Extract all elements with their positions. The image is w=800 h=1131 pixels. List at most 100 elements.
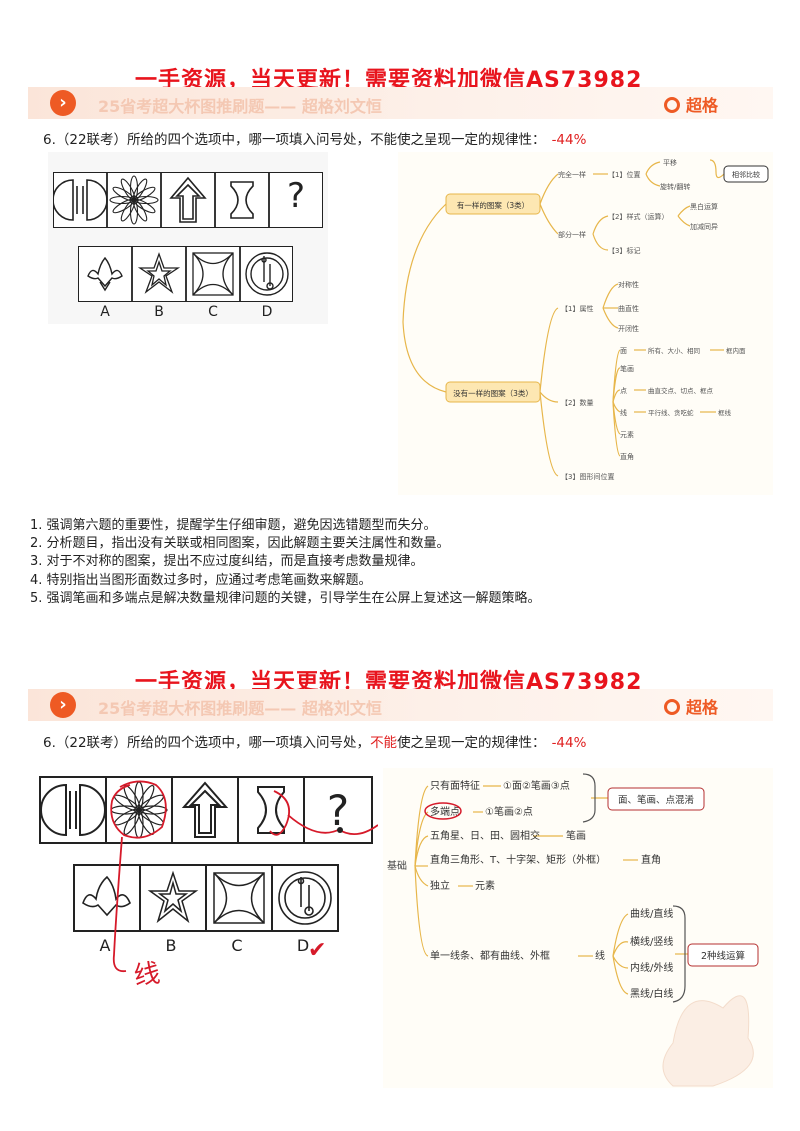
option-d-figure	[278, 871, 332, 925]
option-label-d: D	[297, 936, 309, 955]
mindmap-figure-types: 有一样的图案（3类） 完全一样 【1】位置 平移 旋转/翻转 相邻比较 部分一样…	[398, 152, 773, 495]
mm1-count: 【2】数量	[561, 398, 593, 407]
puzzle-row-figures	[53, 172, 270, 228]
option-label-b: B	[166, 936, 177, 955]
puzzle-figure: ? A B C D	[48, 152, 328, 324]
mm1-frame-inside: 框内面	[726, 346, 746, 355]
option-label-c: C	[208, 304, 218, 320]
option-c-figure	[213, 872, 265, 924]
mm1-black-white: 黑白运算	[690, 202, 718, 211]
mm1-branch-none: 没有一样的图案（3类）	[453, 388, 533, 398]
note-item: 4. 特别指出当图形面数过多时，应通过考虑笔画数来解题。	[30, 572, 372, 588]
check-mark: ✔	[308, 938, 326, 963]
mm2-two-line-op: 2种线运算	[701, 950, 745, 962]
brand-logo: 超格	[663, 694, 718, 718]
pen-dot	[337, 827, 343, 833]
chevron-right-icon: ›	[50, 90, 76, 116]
mm1-symmetry: 对称性	[618, 280, 639, 289]
mm2-right-tri: 直角三角形、T、十字架、矩形（外框）	[430, 853, 606, 866]
question-suffix: 使之呈现一定的规律性：	[397, 132, 546, 148]
mm2-curve-straight: 曲线/直线	[630, 907, 673, 920]
mm1-branch-same: 有一样的图案（3类）	[457, 200, 529, 210]
option-label-a: A	[100, 936, 111, 955]
mm2-in-out: 内线/外线	[630, 961, 673, 974]
option-label-d: D	[261, 304, 273, 320]
mm1-element: 元素	[620, 430, 634, 439]
mm2-mixed: 面、笔画、点混淆	[618, 794, 695, 806]
puzzle-figure-annotated: ? A B C D ✔ 线	[39, 776, 378, 990]
figure-3-arrow	[169, 176, 207, 223]
mm2-black-white: 黑线/白线	[630, 987, 673, 1000]
figure-4-hourglass	[257, 786, 285, 834]
option-a-figure	[82, 875, 131, 917]
option-b-figure	[137, 252, 181, 294]
handwritten-note: 线	[132, 958, 162, 990]
mm2-stroke: 笔画	[566, 829, 586, 842]
mindmap-basics: 面、笔画、点混淆 2种线运算 基础 只有面特征 ①面②笔画③点 多端点 ①笔画②…	[383, 768, 773, 1088]
mm2-star: 五角星、日、田、圆相交	[430, 829, 540, 842]
mm2-element: 元素	[475, 879, 495, 892]
mm1-translate: 平移	[663, 158, 677, 167]
note-item: 3. 对于不对称的图案，提出不应过度纠结，而是直接考虑数量规律。	[30, 554, 424, 570]
options-figures	[87, 246, 289, 302]
mm1-face: 面	[620, 347, 627, 355]
figure-1	[40, 783, 106, 837]
mm1-add-cancel: 加减同异	[690, 222, 718, 231]
mm2-right-angle: 直角	[641, 853, 661, 866]
mm1-frame-line: 框线	[718, 408, 732, 417]
mm1-line: 线	[620, 408, 627, 417]
chevron-right-icon: ›	[50, 692, 76, 718]
note-item: 1. 强调第六题的重要性，提醒学生仔细审题，避免因选错题型而失分。	[30, 518, 437, 533]
option-a-figure	[87, 256, 123, 292]
option-label-c: C	[231, 936, 242, 955]
question-mark: ?	[286, 176, 306, 216]
option-label-b: B	[154, 304, 164, 320]
question-text: 6.（22联考）所给的四个选项中，哪一项填入问号处，不能使之呈现一定的规律性：-…	[43, 731, 586, 751]
circle-annotation	[424, 802, 462, 820]
mascot-watermark	[662, 995, 754, 1087]
logo-text: 超格	[685, 698, 718, 717]
mm1-compare: 相邻比较	[732, 170, 760, 179]
mm2-multi-end-note: ①笔画②点	[485, 805, 533, 818]
question-stat: -44%	[551, 132, 587, 148]
mm2-root: 基础	[387, 859, 407, 872]
mm1-stroke: 笔画	[620, 364, 634, 373]
mm2-h-v: 横线/竖线	[630, 935, 673, 948]
option-d-figure	[245, 252, 289, 296]
figure-3-arrow	[181, 781, 229, 838]
mm2-face-only-note: ①面②笔画③点	[503, 779, 570, 792]
logo-g-icon	[663, 97, 680, 113]
mm1-right-angle: 直角	[620, 452, 634, 461]
mm1-style: 【2】样式（运算）	[608, 212, 668, 221]
mm2-single-line: 单一线条、都有曲线、外框	[430, 949, 550, 962]
note-item: 5. 强调笔画和多端点是解决数量规律问题的关键，引导学生在公屏上复述这一解题策略…	[30, 590, 541, 606]
mm1-attr: 【1】属性	[561, 304, 593, 313]
banner-title: 25省考超大杯图推刷题—— 超格刘文恒	[98, 97, 382, 116]
question-prefix: 6.（22联考）所给的四个选项中，哪一项填入问号处，	[43, 132, 371, 148]
brand-logo: 超格	[663, 92, 718, 116]
mm1-openness: 开闭性	[618, 324, 639, 333]
question-negation: 不能	[370, 735, 398, 751]
banner-title: 25省考超大杯图推刷题—— 超格刘文恒	[98, 699, 382, 718]
option-b-figure	[147, 870, 199, 924]
slide-banner: › 25省考超大杯图推刷题—— 超格刘文恒 超格	[28, 87, 773, 119]
lesson-notes: 1. 强调第六题的重要性，提醒学生仔细审题，避免因选错题型而失分。 2. 分析题…	[30, 517, 770, 608]
mm1-position: 【3】图形间位置	[561, 472, 614, 481]
mm1-line-note: 平行线、贪吃蛇	[648, 408, 694, 417]
mm1-point: 点	[620, 387, 627, 395]
question-suffix: 使之呈现一定的规律性：	[397, 735, 546, 751]
option-c-figure	[192, 252, 234, 296]
figure-1	[53, 179, 108, 221]
mm1-mark: 【3】标记	[608, 246, 640, 255]
logo-text: 超格	[685, 96, 718, 115]
question-negation: 不能	[370, 132, 398, 148]
figure-2-flower	[109, 175, 159, 225]
mm1-same-position: 【1】位置	[608, 170, 640, 179]
mm1-curvature: 曲直性	[618, 304, 639, 313]
mm2-face-only: 只有面特征	[430, 779, 480, 792]
mm1-face-note: 所有、大小、相同	[648, 346, 700, 355]
mm1-same-full: 完全一样	[558, 170, 586, 179]
mm2-multi-end: 多端点	[430, 805, 460, 818]
option-label-a: A	[100, 304, 110, 320]
slide-banner: › 25省考超大杯图推刷题—— 超格刘文恒 超格	[28, 689, 773, 721]
